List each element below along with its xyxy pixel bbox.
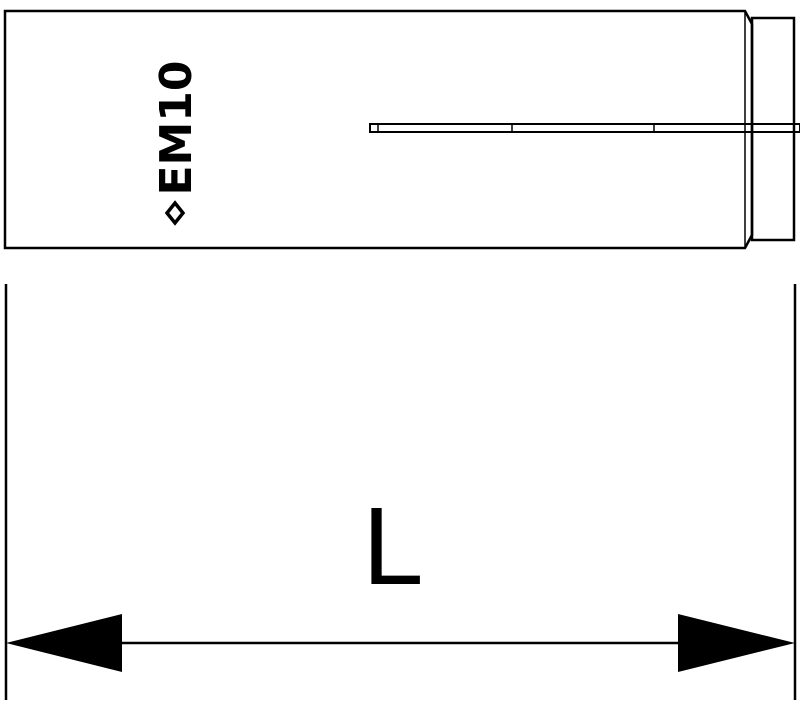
diamond-icon (164, 200, 186, 226)
anchor-marking: EM10 (151, 60, 202, 226)
expansion-slot (369, 123, 800, 133)
anchor-end-cap (750, 16, 796, 242)
dimension-line-group (6, 614, 795, 672)
anchor-body (3, 9, 796, 250)
marking-text: EM10 (151, 60, 202, 195)
expansion-slot-outline (369, 123, 800, 133)
dimension-label: L (362, 485, 423, 608)
dimension-extension-lines (4, 284, 797, 700)
arrowhead-right-icon (678, 614, 795, 672)
arrowhead-left-icon (6, 614, 122, 672)
